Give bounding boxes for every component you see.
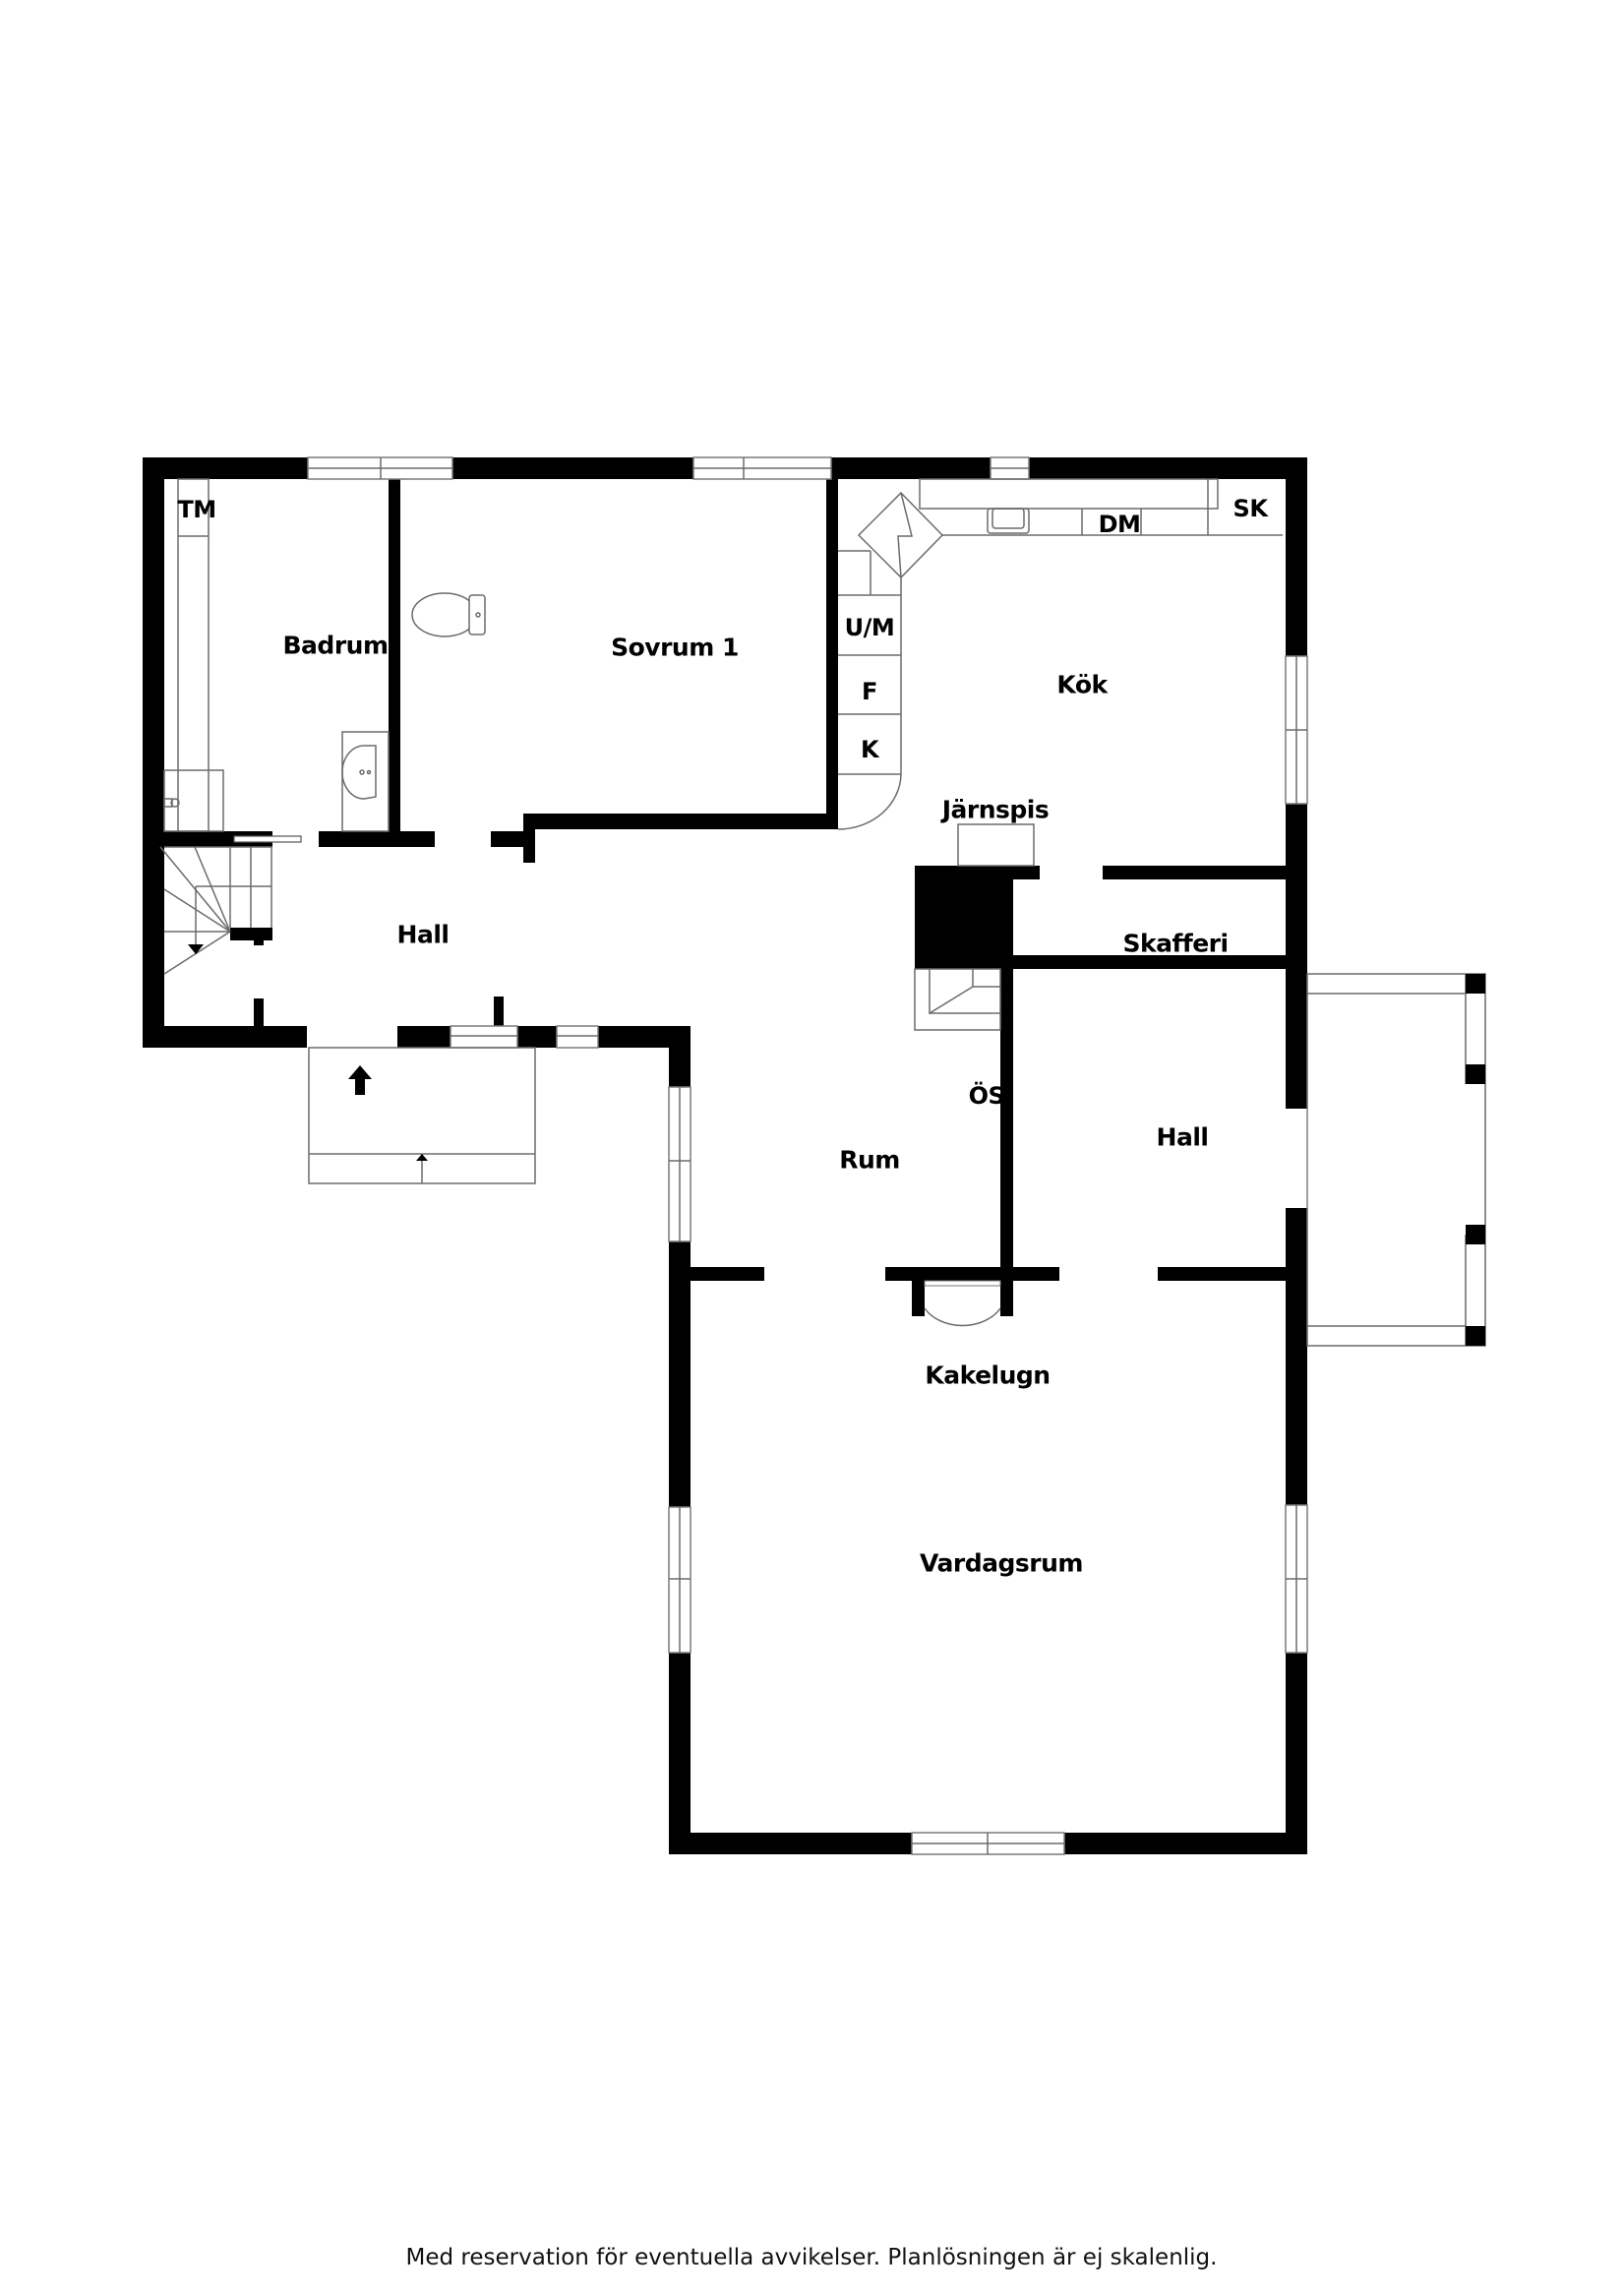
bathroom-fixtures (163, 478, 486, 832)
interior-walls (164, 479, 1288, 1316)
exterior-walls (143, 457, 1307, 1854)
veranda (1306, 973, 1486, 1347)
room-label-vardagsrum: Vardagsrum (920, 1548, 1083, 1578)
disclaimer-text: Med reservation för eventuella avvikelse… (405, 2245, 1218, 2270)
fixture-label-f: F (862, 678, 877, 705)
stair-down-arrow-icon (188, 944, 204, 954)
fixture-label-tm: TM (177, 496, 216, 523)
room-label-sovrum-1: Sovrum 1 (611, 633, 739, 662)
kitchen-fixtures (837, 478, 1283, 867)
staircase (159, 846, 272, 975)
entrance-steps (308, 1047, 536, 1184)
room-label-hall-east: Hall (1156, 1122, 1209, 1152)
fixture-label-kakelugn: Kakelugn (925, 1360, 1051, 1390)
kakelugn-stove (924, 1280, 1001, 1327)
fixture-label-um: U/M (844, 614, 895, 641)
sliding-door (233, 835, 302, 843)
room-label-hall-west: Hall (396, 920, 450, 949)
step-up-arrow-icon (416, 1154, 428, 1161)
windows (307, 456, 1308, 1855)
washbasin-icon (341, 745, 377, 800)
room-label-badrum: Badrum (282, 631, 390, 660)
toilet-icon (411, 592, 486, 637)
tiled-stove (914, 968, 1001, 1031)
room-label-kok: Kök (1056, 670, 1108, 699)
fixture-label-jarnspis: Järnspis (941, 795, 1050, 824)
fixture-label-sk: SK (1232, 495, 1268, 522)
room-label-rum: Rum (839, 1145, 900, 1175)
fixture-label-os: ÖS (968, 1082, 1005, 1110)
fixture-label-dm: DM (1098, 511, 1141, 538)
sink-icon (987, 508, 1030, 534)
fixture-label-k: K (860, 736, 879, 763)
entrance-arrow-icon (348, 1065, 372, 1095)
room-label-skafferi: Skafferi (1122, 929, 1229, 958)
